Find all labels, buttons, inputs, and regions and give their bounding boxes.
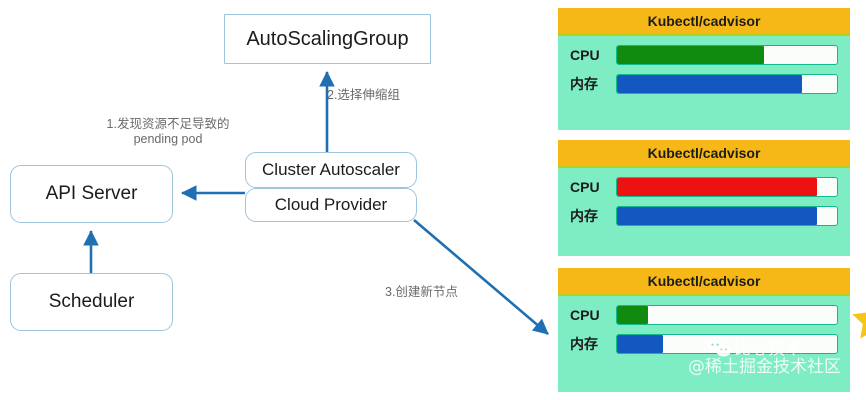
metric-row-memory: 内存 [570,334,838,354]
node-api-server-label: API Server [45,183,138,204]
node-scheduler-label: Scheduler [48,291,135,312]
metric-fill-memory [617,207,818,225]
metric-fill-memory [617,75,802,93]
metric-label-cpu: CPU [570,307,600,323]
metric-card-title: Kubectl/cadvisor [558,140,850,168]
metric-track-memory [616,74,838,94]
metric-track-cpu [616,305,838,325]
metric-label-cpu: CPU [570,179,600,195]
metric-track-cpu [616,177,838,197]
metric-label-memory: 内存 [570,76,598,92]
node-scheduler[interactable]: Scheduler [10,273,173,331]
metric-card-body: CPU 内存 [558,168,850,236]
metric-card[interactable]: Kubectl/cadvisor CPU 内存 [558,8,850,130]
metrics-panel: Kubectl/cadvisor CPU 内存 Kubectl/cadvis [558,0,866,400]
metric-card-body: CPU 内存 [558,296,850,364]
metric-row-cpu: CPU [570,177,838,197]
diagram-connectors [83,70,549,335]
node-cloud-provider[interactable]: Cloud Provider [245,188,417,222]
edge-label-step3: 3.创建新节点 [385,285,458,299]
edge-label-step1: 1.发现资源不足导致的 pending pod [106,117,230,146]
metric-label-memory: 内存 [570,336,598,352]
edge-label-step2: 2.选择伸缩组 [327,88,400,102]
node-autoscalinggroup[interactable]: AutoScalingGroup [224,14,431,64]
metric-fill-cpu [617,178,818,196]
node-cloud-provider-label: Cloud Provider [274,195,388,214]
metric-fill-memory [617,335,664,353]
metric-label-memory: 内存 [570,208,598,224]
metric-row-cpu: CPU [570,45,838,65]
metric-label-cpu: CPU [570,47,600,63]
metric-card[interactable]: Kubectl/cadvisor CPU 内存 [558,140,850,256]
metric-card-body: CPU 内存 [558,36,850,104]
metric-row-memory: 内存 [570,206,838,226]
star-icon [852,312,866,339]
metric-row-cpu: CPU [570,305,838,325]
metric-fill-cpu [617,306,648,324]
metric-row-memory: 内存 [570,74,838,94]
node-cluster-autoscaler-label: Cluster Autoscaler [262,160,400,179]
metric-card-title: Kubectl/cadvisor [558,268,850,296]
metric-track-memory [616,334,838,354]
metric-card[interactable]: Kubectl/cadvisor CPU 内存 [558,268,850,392]
node-autoscalinggroup-label: AutoScalingGroup [246,27,409,50]
metric-card-title: Kubectl/cadvisor [558,8,850,36]
node-api-server[interactable]: API Server [10,165,173,223]
arrow-cloud-provider-to-node [413,219,549,335]
metric-track-cpu [616,45,838,65]
node-cluster-autoscaler[interactable]: Cluster Autoscaler [245,152,417,188]
metric-fill-cpu [617,46,765,64]
metric-track-memory [616,206,838,226]
